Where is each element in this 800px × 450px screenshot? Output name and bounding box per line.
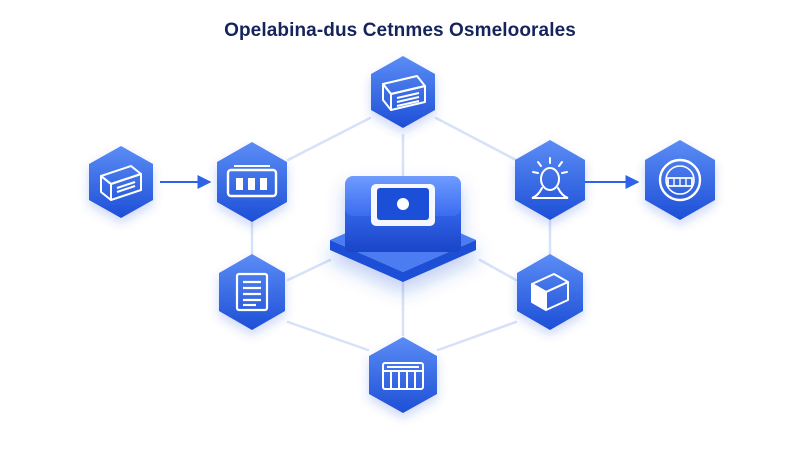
hexagon-shape	[517, 254, 583, 330]
node-bottom-storage[interactable]	[369, 337, 437, 413]
storage-rack-icon	[382, 362, 424, 390]
package-box-icon	[531, 273, 569, 311]
hexagon-shape	[219, 254, 285, 330]
hexagon-shape	[515, 140, 585, 220]
server-rack-icon	[100, 165, 142, 201]
connector-lines	[250, 116, 552, 352]
lightbulb-head-icon	[531, 157, 569, 199]
server-rack-icon	[382, 75, 426, 111]
node-left-panel[interactable]	[217, 142, 287, 222]
connector-center-to-left-document	[286, 258, 332, 282]
node-left-input[interactable]	[89, 146, 153, 218]
document-icon	[235, 272, 269, 312]
hexagon-shape	[369, 337, 437, 413]
node-left-document[interactable]	[219, 254, 285, 330]
connector-top-to-right-idea	[434, 116, 518, 162]
node-right-box[interactable]	[517, 254, 583, 330]
ring-gauge-icon	[658, 158, 702, 202]
connector-center-to-right-box	[478, 258, 518, 282]
hexagon-shape	[89, 146, 153, 218]
core-chip-icon	[371, 184, 435, 226]
node-right-idea[interactable]	[515, 140, 585, 220]
connector-right-box-to-bottom	[436, 320, 518, 352]
diagram-title: Opelabina-dus Cetnmes Osmeloorales	[224, 20, 576, 41]
hub-base	[330, 240, 476, 282]
center-hub[interactable]	[330, 176, 476, 282]
connector-left-document-to-bottom	[286, 320, 370, 352]
node-top-server[interactable]	[371, 56, 435, 128]
control-panel-icon	[226, 165, 278, 198]
node-right-output[interactable]	[645, 140, 715, 220]
connector-top-to-left-panel	[286, 116, 372, 162]
